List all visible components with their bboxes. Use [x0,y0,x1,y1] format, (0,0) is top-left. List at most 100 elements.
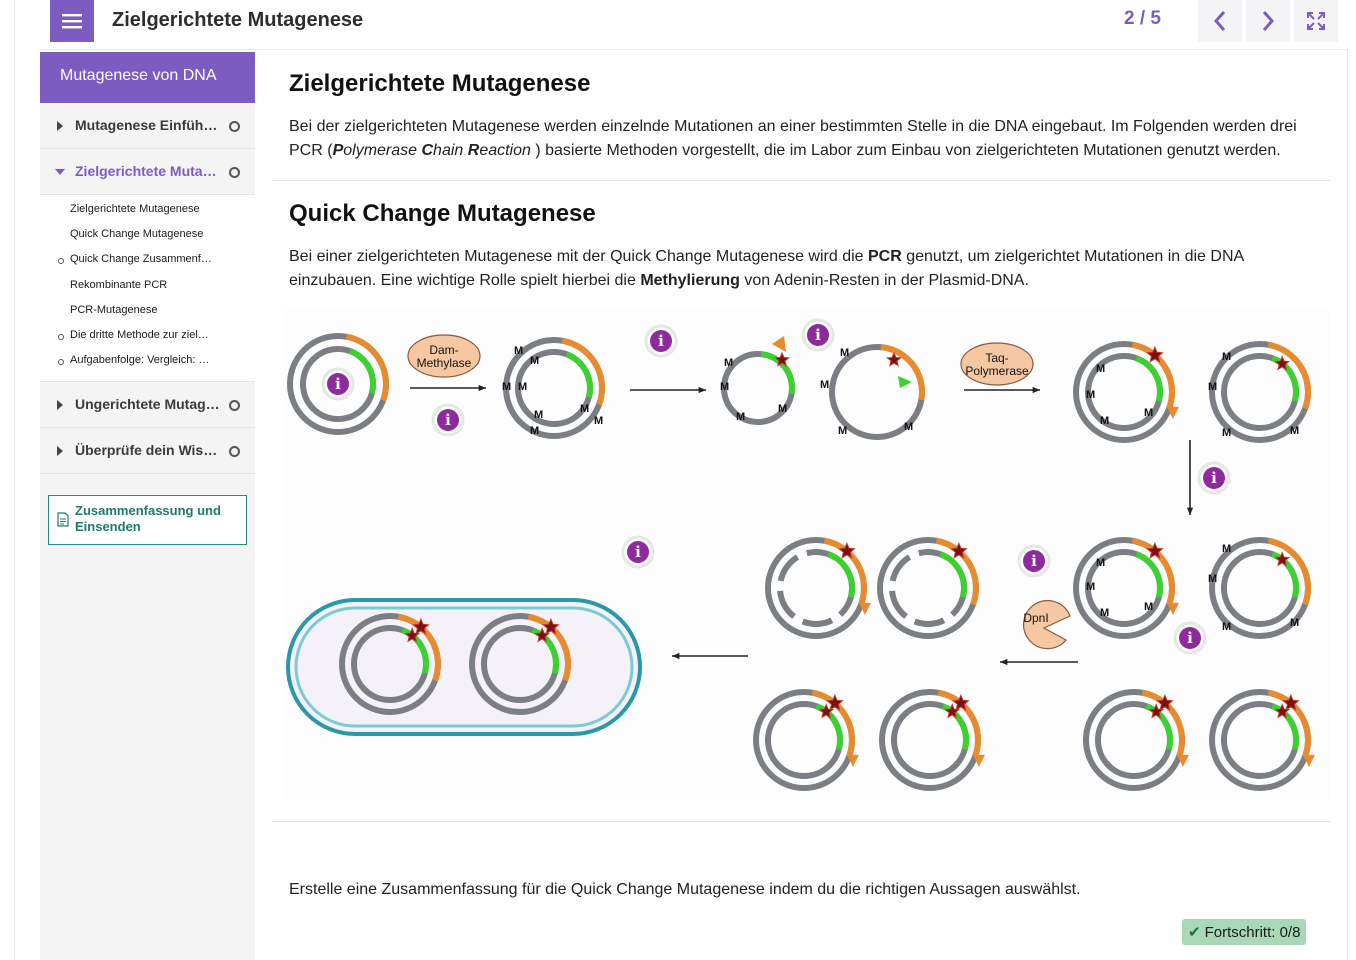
plasmid-orange-segment [1267,689,1311,758]
sub-item-rekombinante-pcr[interactable]: Rekombinante PCR [70,278,168,291]
mutation-star-icon [534,627,551,643]
section-title-quick-change: Quick Change Mutagenese [289,200,596,227]
menu-button[interactable] [50,0,94,42]
methyl-mark: M [594,415,603,427]
mutation-star-icon [1274,551,1291,567]
mutation-star-icon [951,693,970,711]
info-icon: i [1211,469,1217,487]
strand-arrow-icon [846,754,859,767]
methyl-mark: M [820,379,829,391]
strand-arrow-icon [972,754,985,767]
top-bar: Zielgerichtete Mutagenese 2 / 5 [40,0,1348,50]
sub-item-quick-change-zusammenfassung[interactable]: Quick Change Zusammenf… [40,249,255,274]
info-icon [327,373,349,395]
process-arrow-head [1000,658,1008,666]
mutation-star-icon [837,541,856,559]
sub-item-pcr-mutagenese[interactable]: PCR-Mutagenese [70,303,158,316]
plasmid-green-segment [565,351,593,399]
status-circle-icon [229,167,240,178]
sub-item-label: Quick Change Zusammenf… [70,253,212,266]
sub-item-list: Zielgerichtete Mutagenese Quick Change M… [40,195,255,383]
methyl-mark: M [502,381,511,393]
mutation-star-icon [1148,703,1165,719]
progress-badge: ✔Fortschritt: 0/8 [1182,919,1307,945]
sidebar-item-label: Ungerichtete Mutag… [75,396,220,413]
mutation-star-icon [404,627,421,643]
info-icon: i [1031,552,1037,570]
mutation-star-icon [1145,345,1164,363]
plasmid-green-segment [1145,703,1173,751]
sub-item-zielgerichtete-mutagenese[interactable]: Zielgerichtete Mutagenese [70,203,200,215]
methyl-mark: M [1086,389,1095,401]
methyl-mark: M [1096,557,1105,569]
sub-item-aufgabenfolge[interactable]: Aufgabenfolge: Vergleich: … [40,350,255,375]
sidebar-item-label: Zielgerichtete Muta… [75,163,217,179]
checkmark-icon: ✔ [1188,924,1201,941]
main-content: Zielgerichtete Mutagenese Bei der zielge… [272,52,1330,960]
sub-item-label: Aufgabenfolge: Vergleich: … [70,354,210,367]
sub-item-dritte-methode[interactable]: Die dritte Methode zur ziel… [40,325,255,350]
methyl-mark: M [904,421,913,433]
plasmid-green-segment [1271,703,1299,751]
mutation-star-icon [1145,541,1164,559]
section-title-zielgerichtete: Zielgerichtete Mutagenese [289,70,591,97]
plasmid-orange-segment [823,537,867,606]
mutation-star-icon [774,351,790,367]
mutation-star-icon [949,541,968,559]
sidebar-item-ungerichtete[interactable]: Ungerichtete Mutag… [40,382,255,429]
status-circle-icon [229,400,240,412]
taq-polymerase-enzyme [960,342,1034,386]
status-circle-icon [229,446,240,458]
taq-polymerase-enzyme-label: Polymerase [965,364,1029,378]
methyl-mark: M [514,345,523,357]
divider [272,180,1330,181]
process-arrow-head [1186,507,1194,515]
strand-arrow-icon [1166,602,1179,615]
caret-down-icon [55,169,65,175]
bullet-circle-icon [58,333,64,340]
sidebar-item-einfuehrung[interactable]: Mutagenese Einfüh… [40,103,255,149]
page-title: Zielgerichtete Mutagenese [112,9,364,31]
methyl-mark: M [530,425,539,437]
info-icon [627,541,649,563]
next-page-button[interactable] [1246,0,1290,42]
fullscreen-button[interactable] [1294,0,1338,42]
process-arrow-head [1032,386,1040,394]
methyl-mark: M [736,411,745,423]
mutation-star-icon [411,617,430,635]
mutation-star-icon [1281,693,1300,711]
fullscreen-icon [1307,12,1325,30]
sub-item-quick-change[interactable]: Quick Change Mutagenese [70,228,204,241]
sidebar-item-ueberpruefe[interactable]: Überprüfe dein Wis… [40,428,255,475]
process-arrow-head [698,386,706,394]
methyl-mark: M [720,381,729,393]
strand-arrow-icon [1302,754,1315,767]
plasmid-orange-segment [811,689,855,758]
mutation-star-icon [541,617,560,635]
mutation-star-icon [1274,355,1291,371]
mutation-star-icon [825,693,844,711]
methyl-mark: M [1290,617,1299,629]
info-icon: i [1187,629,1193,647]
info-icon [1023,550,1045,572]
plasmid-orange-segment [935,537,979,606]
module-title[interactable]: Mutagenese von DNA [40,52,255,103]
methyl-mark: M [534,409,543,421]
methyl-mark: M [1086,581,1095,593]
methyl-mark: M [1222,543,1231,555]
taq-polymerase-enzyme-label: Taq- [985,351,1008,365]
info-icon [807,324,829,346]
summary-submit-button[interactable]: Zusammenfassung und Einsenden [48,495,247,545]
plasmid-green-segment [815,703,843,751]
hamburger-icon [62,14,82,29]
plasmid-green-segment [939,551,967,599]
plasmid-green-segment [1271,355,1299,403]
sidebar-item-label: Mutagenese Einfüh… [75,117,218,133]
plasmid-orange-segment [1141,689,1185,758]
sidebar-item-zielgerichtete[interactable]: Zielgerichtete Muta… [40,149,255,195]
plasmid-green-segment [1135,355,1163,403]
page-edge-right [1347,0,1348,960]
previous-page-button[interactable] [1198,0,1242,42]
sub-item-label: Die dritte Methode zur ziel… [70,328,209,341]
